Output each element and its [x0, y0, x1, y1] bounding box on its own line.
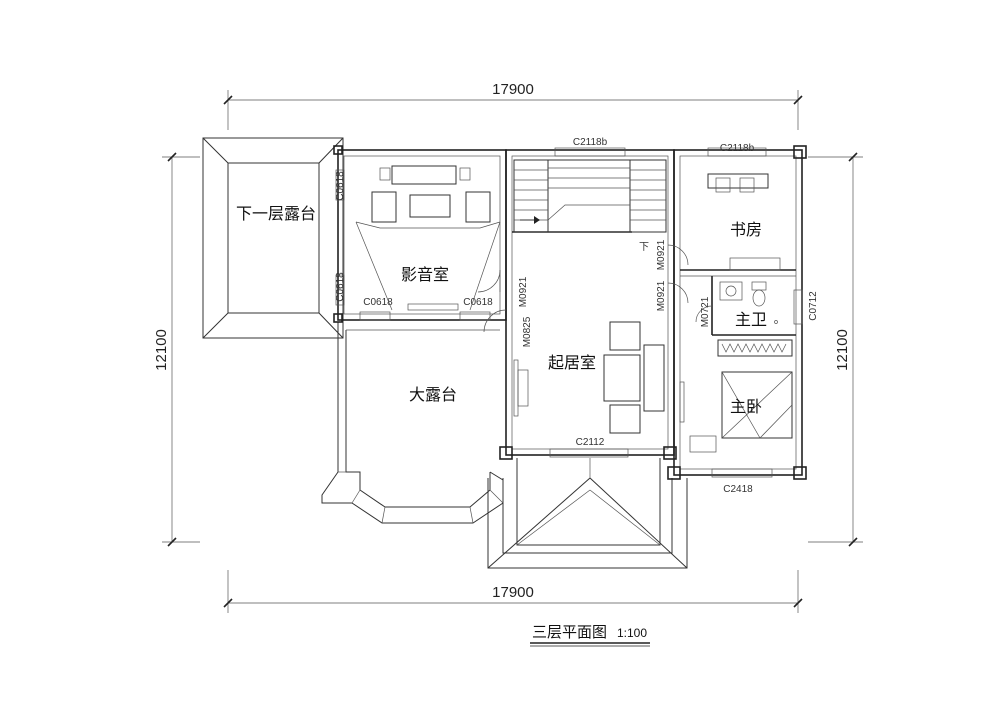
window-code-stair: C2118b	[573, 137, 608, 148]
dimension-top	[223, 90, 803, 130]
theater-furniture	[355, 165, 501, 311]
bath-furniture	[719, 281, 778, 324]
door-code-theater: M0921	[518, 276, 529, 307]
plan-scale: 1:100	[617, 626, 647, 640]
windows	[335, 147, 803, 478]
door-code-living: M0825	[522, 316, 533, 347]
dimension-bottom-label: 17900	[492, 584, 534, 601]
window-code-bedroom: C2418	[723, 484, 753, 495]
study-furniture	[707, 173, 781, 271]
dimension-left	[162, 152, 200, 547]
big-terrace-outline	[321, 322, 504, 524]
door-code-bedroom: M0921	[656, 280, 667, 311]
room-label-living: 起居室	[548, 353, 596, 372]
plan-title: 三层平面图	[532, 623, 607, 641]
window-code-bath: C0712	[808, 291, 819, 321]
window-code-theater-bottom-right: C0618	[463, 297, 493, 308]
window-code-theater-left-top: C0618	[335, 171, 346, 201]
dimension-left-label: 12100	[153, 329, 170, 371]
dimension-top-label: 17900	[492, 81, 534, 98]
dimension-right	[808, 152, 863, 547]
doors	[477, 244, 713, 333]
window-code-study: C2118b	[720, 143, 755, 154]
window-code-theater-bottom-left: C0618	[363, 297, 393, 308]
room-label-big-terrace: 大露台	[409, 385, 457, 404]
stair	[513, 159, 667, 233]
room-label-master-bath: 主卫	[735, 310, 767, 329]
room-label-study: 书房	[730, 220, 762, 239]
dimension-bottom	[223, 570, 803, 613]
stair-down-mark: 下	[639, 242, 649, 253]
exterior-walls	[333, 145, 807, 480]
bedroom-furniture	[679, 339, 793, 453]
door-code-bath: M0721	[700, 296, 711, 327]
door-code-study: M0921	[656, 239, 667, 270]
window-code-living: C2112	[576, 437, 605, 448]
room-label-theater: 影音室	[401, 265, 449, 284]
dimension-right-label: 12100	[834, 329, 851, 371]
living-furniture	[513, 321, 665, 434]
entrance-roof	[487, 458, 688, 569]
room-label-lower-terrace: 下一层露台	[236, 204, 316, 223]
window-code-theater-left-bottom: C0618	[335, 272, 346, 302]
room-label-master-bedroom: 主卧	[730, 397, 762, 416]
lower-terrace-roof	[202, 137, 344, 339]
